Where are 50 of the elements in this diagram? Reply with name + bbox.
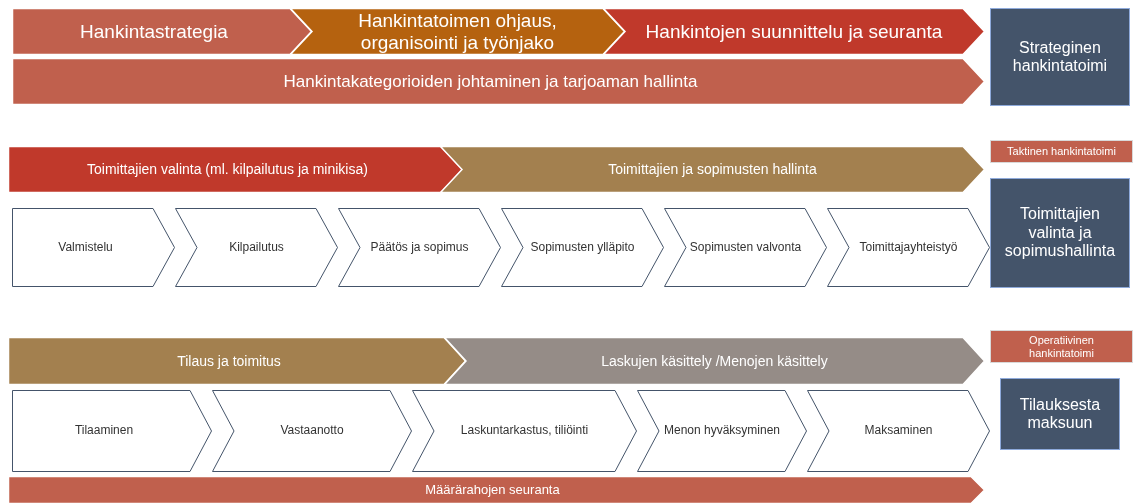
category-box: [990, 330, 1133, 363]
chevron-band: [664, 208, 827, 287]
chevron-band: [12, 8, 312, 55]
step-label: Maksaminen: [864, 424, 933, 438]
category-label: Toimittajien valinta ja sopimushallinta: [1003, 205, 1117, 261]
step-label: Vastaanotto: [280, 424, 344, 438]
chevron-band: [8, 337, 466, 385]
step-label: Hankintakategorioiden johtaminen ja tarjoaman hallinta: [283, 71, 698, 92]
category-label: Operatiivinen hankintatoimi: [1028, 333, 1095, 360]
chevron-band: [212, 390, 412, 472]
step-label: Kilpailutus: [229, 240, 284, 255]
category-box: [990, 140, 1133, 163]
step-label: Hankintastrategia: [80, 20, 228, 43]
chevron-band: [637, 390, 807, 472]
chevron-band: [290, 8, 625, 55]
category-box: [990, 8, 1130, 106]
step-label: Toimittajien valinta (ml. kilpailutus ja minikisa): [87, 161, 368, 178]
chevron-band: [440, 146, 985, 193]
step-label: Tilaus ja toimitus: [177, 352, 281, 370]
chevron-band: [175, 208, 338, 287]
step-label: Hankintojen suunnittelu ja seuranta: [645, 20, 943, 43]
step-label: Toimittajayhteistyö: [859, 240, 958, 255]
step-label: Toimittajien ja sopimusten hallinta: [608, 161, 817, 178]
step-label: Laskujen käsittely /Menojen käsittely: [601, 352, 828, 370]
chevron-band: [8, 146, 463, 193]
category-label: Taktinen hankintatoimi: [1007, 145, 1116, 158]
category-box: [990, 178, 1130, 288]
chevron-band: [827, 208, 990, 287]
chevron-band: [12, 58, 985, 105]
chevron-band: [12, 390, 212, 472]
chevron-band: [12, 208, 175, 287]
category-label: Strateginen hankintatoimi: [1011, 38, 1109, 76]
category-box: [1000, 378, 1120, 450]
chevron-band: [444, 337, 985, 385]
step-label: Hankintatoimen ohjaus, organisointi ja työnjako: [357, 9, 558, 54]
step-label: Määrärahojen seuranta: [425, 482, 560, 498]
chevron-band: [807, 390, 990, 472]
chevron-band: [338, 208, 501, 287]
chevron-band: [8, 476, 985, 504]
chevron-band: [412, 390, 637, 472]
step-label: Sopimusten ylläpito: [530, 240, 635, 255]
step-label: Tilaaminen: [74, 424, 134, 438]
category-label: Tilauksesta maksuun: [1018, 395, 1102, 433]
step-label: Laskuntarkastus, tiliöinti: [460, 424, 589, 438]
chevron-band: [501, 208, 664, 287]
chevron-band: [603, 8, 985, 55]
step-label: Valmistelu: [58, 240, 113, 255]
step-label: Sopimusten valvonta: [689, 240, 802, 255]
step-label: Päätös ja sopimus: [370, 240, 469, 255]
step-label: Menon hyväksyminen: [663, 424, 781, 438]
